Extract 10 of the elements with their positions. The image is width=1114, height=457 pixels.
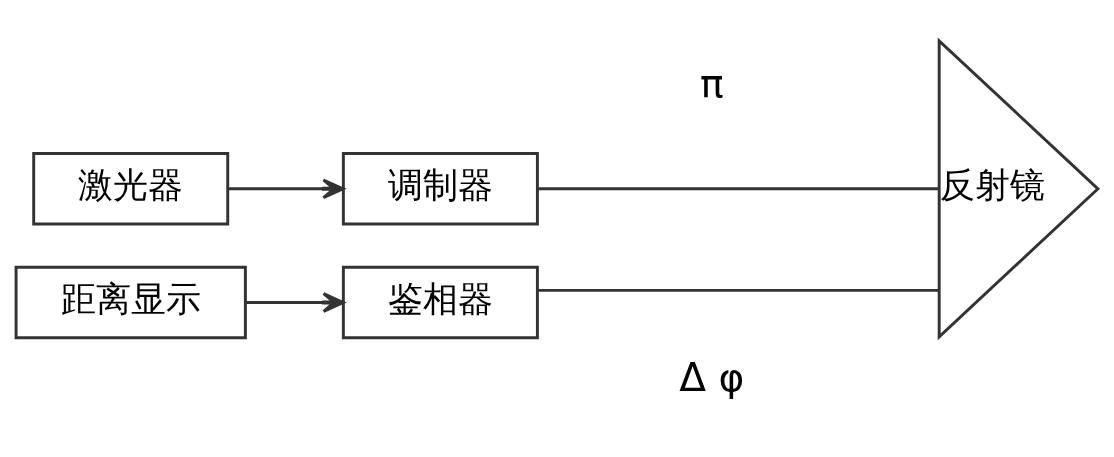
connector (537, 187, 940, 191)
label: π (700, 60, 724, 106)
node-box: 鉴相器 (341, 265, 539, 340)
connector (537, 288, 939, 292)
arrow (227, 178, 345, 200)
node-box: 调制器 (341, 152, 539, 226)
label: Δ φ (679, 354, 745, 400)
node-box: 距离显示 (14, 265, 247, 340)
node-box: 激光器 (32, 152, 230, 226)
arrow (246, 292, 345, 313)
